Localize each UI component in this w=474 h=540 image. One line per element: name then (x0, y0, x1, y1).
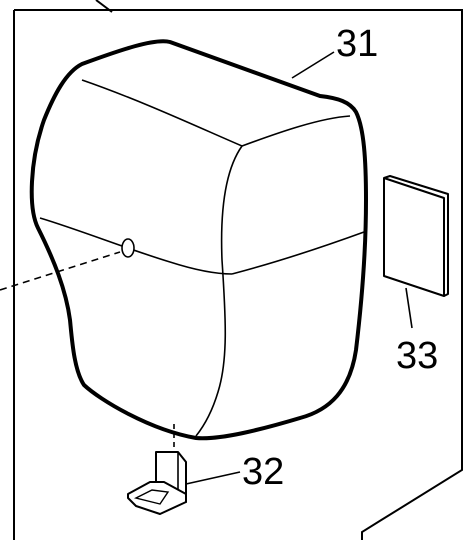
bracket-base-top (133, 489, 170, 505)
cover-side-seam (39, 217, 233, 275)
pad-front (383, 177, 445, 297)
leader-32 (185, 471, 241, 485)
axis-dashed-left (0, 251, 121, 291)
callout-31: 31 (336, 23, 378, 65)
leader-top (95, 0, 113, 13)
callout-32: 32 (242, 451, 284, 493)
bracket-base (127, 481, 187, 515)
cover-top-ridge (81, 79, 243, 147)
leader-33 (405, 287, 413, 329)
plate-outline-right (14, 9, 463, 540)
cover-front-seam (231, 231, 365, 275)
cover-part (29, 39, 368, 441)
bracket-part (127, 451, 187, 515)
pad-edge (383, 175, 449, 297)
cover-top-edge (241, 115, 351, 147)
cover-front-edge (195, 145, 243, 437)
pad-part (383, 175, 449, 297)
callout-33: 33 (396, 335, 438, 377)
cover-hole (121, 238, 135, 258)
cover-outline (29, 39, 368, 441)
leader-31 (291, 51, 335, 79)
